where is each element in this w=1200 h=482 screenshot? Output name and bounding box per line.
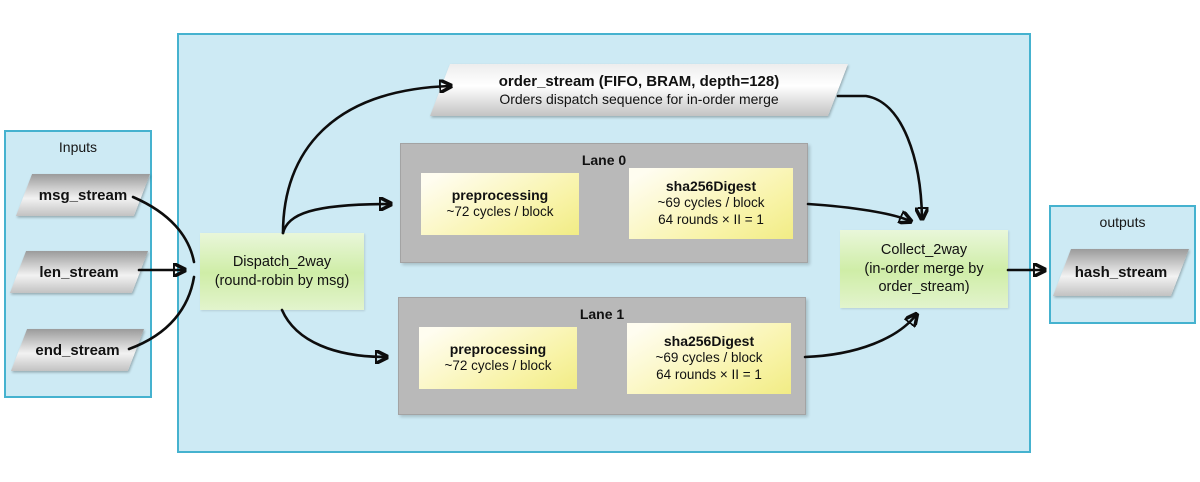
lane-1: Lane 1 preprocessing ~72 cycles / block … bbox=[398, 297, 806, 415]
lane-1-title: Lane 1 bbox=[579, 306, 625, 322]
lane-1-preprocessing-title: preprocessing bbox=[449, 340, 547, 357]
dispatch-2way-box: Dispatch_2way (round-robin by msg) bbox=[200, 233, 364, 310]
lane-0-preprocessing-title: preprocessing bbox=[451, 186, 549, 203]
len-stream-label: len_stream bbox=[39, 263, 119, 281]
lane-1-digest-line3: 64 rounds × II = 1 bbox=[656, 367, 762, 383]
lane-1-digest-box: sha256Digest ~69 cycles / block 64 round… bbox=[627, 323, 791, 394]
collect-line1: Collect_2way bbox=[880, 241, 968, 258]
lane-0-digest-line3: 64 rounds × II = 1 bbox=[658, 212, 764, 228]
lane-1-digest-line2: ~69 cycles / block bbox=[655, 350, 763, 366]
inputs-panel-title: Inputs bbox=[58, 139, 98, 155]
lane-0-digest-box: sha256Digest ~69 cycles / block 64 round… bbox=[629, 168, 793, 239]
inputs-panel: Inputs msg_stream len_stream end_stream bbox=[4, 130, 152, 398]
hash-stream-label: hash_stream bbox=[1074, 264, 1168, 281]
dispatch-line1: Dispatch_2way bbox=[232, 253, 332, 270]
lane-1-digest-title: sha256Digest bbox=[663, 332, 755, 349]
end-stream-label: end_stream bbox=[35, 341, 120, 359]
end-stream-node: end_stream bbox=[19, 329, 136, 371]
len-stream-node: len_stream bbox=[18, 251, 140, 293]
lane-1-preprocessing-sub: ~72 cycles / block bbox=[444, 358, 552, 374]
order-stream-fifo-node: order_stream (FIFO, BRAM, depth=128) Ord… bbox=[440, 64, 838, 116]
lane-0-digest-line2: ~69 cycles / block bbox=[657, 195, 765, 211]
lane-0-title: Lane 0 bbox=[581, 152, 627, 168]
collect-line2: (in-order merge by bbox=[864, 260, 984, 277]
outputs-panel: outputs hash_stream bbox=[1049, 205, 1196, 324]
msg-stream-label: msg_stream bbox=[38, 186, 128, 204]
collect-line3: order_stream) bbox=[878, 279, 970, 296]
order-stream-title: order_stream (FIFO, BRAM, depth=128) bbox=[498, 72, 780, 90]
lane-0-preprocessing-sub: ~72 cycles / block bbox=[446, 204, 554, 220]
order-stream-subtitle: Orders dispatch sequence for in-order me… bbox=[499, 91, 779, 107]
dispatch-line2: (round-robin by msg) bbox=[214, 272, 350, 289]
hash-stream-node: hash_stream bbox=[1062, 249, 1180, 296]
lane-0-preprocessing-box: preprocessing ~72 cycles / block bbox=[421, 173, 579, 235]
lane-0-digest-title: sha256Digest bbox=[665, 177, 757, 194]
msg-stream-node: msg_stream bbox=[24, 174, 142, 216]
lane-0: Lane 0 preprocessing ~72 cycles / block … bbox=[400, 143, 808, 263]
lane-1-preprocessing-box: preprocessing ~72 cycles / block bbox=[419, 327, 577, 389]
outputs-panel-title: outputs bbox=[1099, 214, 1146, 230]
collect-2way-box: Collect_2way (in-order merge by order_st… bbox=[840, 230, 1008, 308]
